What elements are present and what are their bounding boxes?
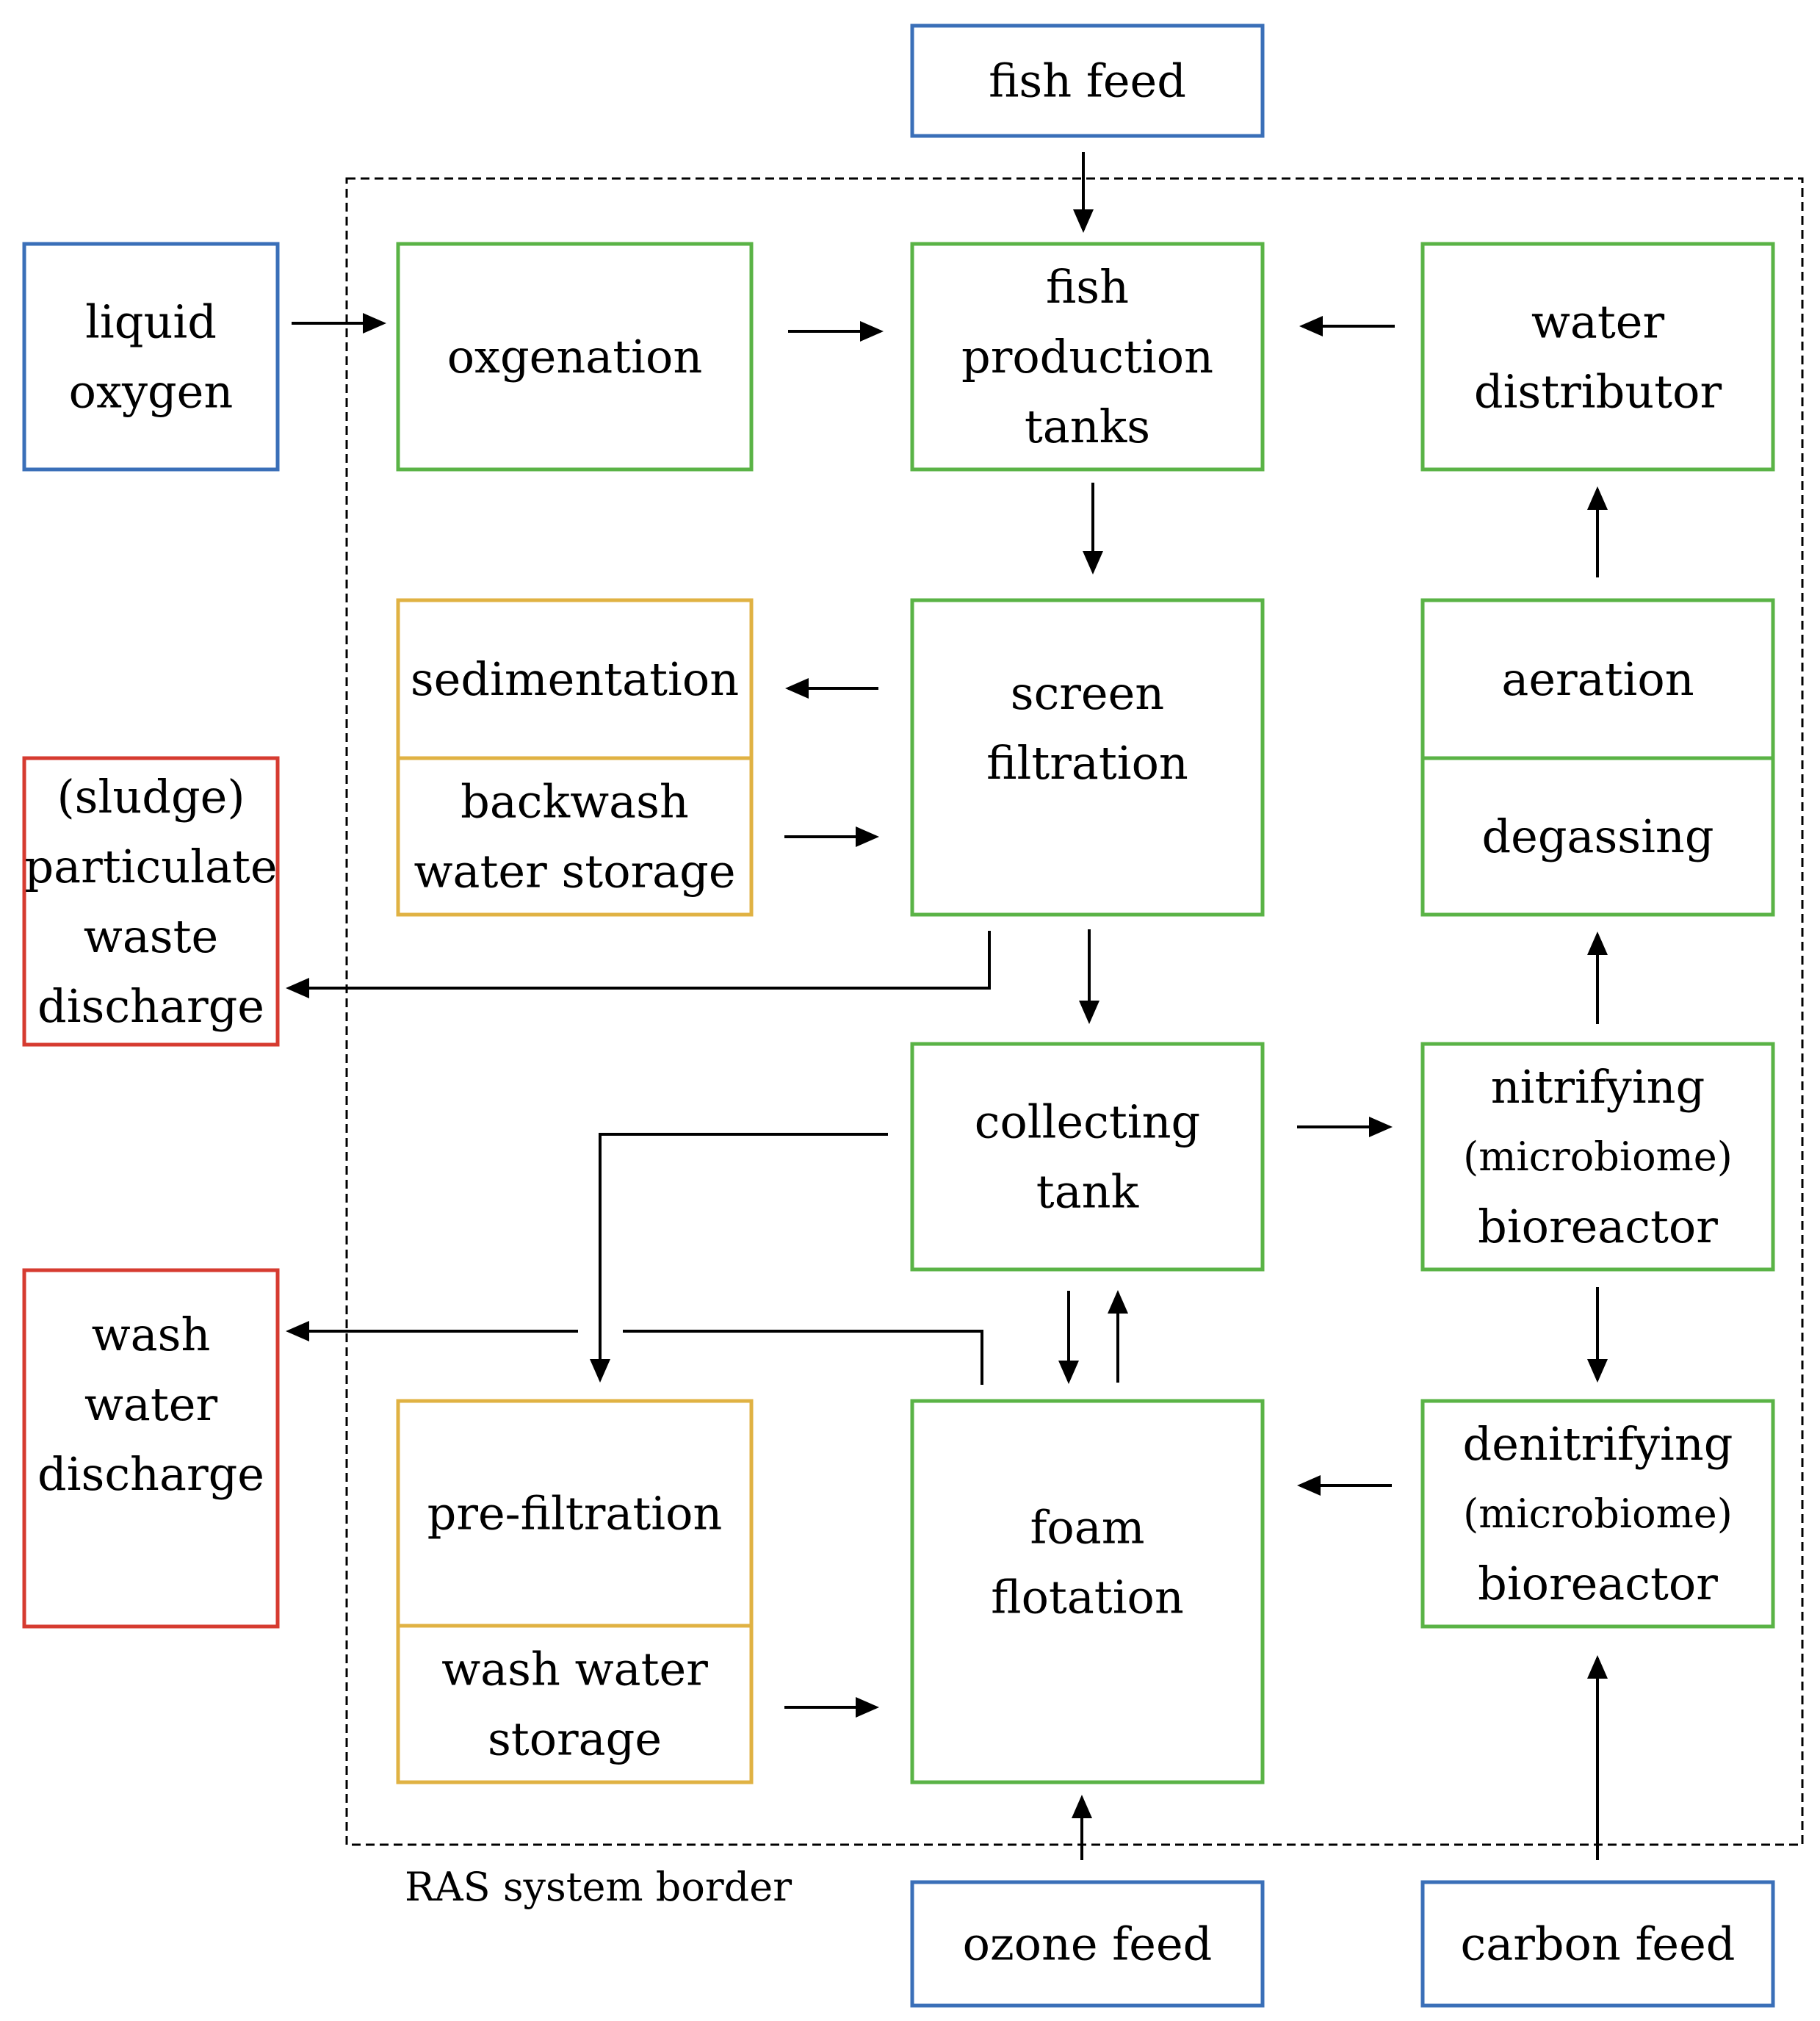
aeration-label-line: aeration: [1501, 652, 1694, 706]
wash-water-storage-box-outline: [396, 1624, 754, 1784]
degassing-label-line: degassing: [1481, 810, 1714, 863]
liquid-oxygen-box-outline: [22, 242, 280, 472]
aeration-box: aeration: [1420, 598, 1775, 760]
denitrifying-bioreactor-label-line: bioreactor: [1478, 1557, 1718, 1610]
connectors: [286, 152, 1608, 1860]
fish-production-tanks-box: fish production tanks: [910, 242, 1265, 472]
backwash-water-storage-box: backwash water storage: [396, 756, 754, 917]
ozone-feed-box-outline: [910, 1880, 1265, 2008]
fish-production-tanks-label-line: tanks: [1025, 400, 1150, 453]
water-distributor-box-outline: [1420, 242, 1775, 472]
line-foam-flotation-to-discharge: [623, 1330, 983, 1385]
ozone-feed-label-line: ozone feed: [963, 1917, 1213, 1971]
aeration-box-outline: [1420, 598, 1775, 760]
particulate-waste-discharge-label-line: (sludge): [57, 770, 245, 824]
denitrifying-bioreactor-box: denitrifying (microbiome) bioreactor: [1420, 1399, 1775, 1629]
nitrifying-bioreactor-label-line: bioreactor: [1478, 1200, 1718, 1253]
wash-water-storage-box: wash water storage: [396, 1624, 754, 1784]
particulate-waste-discharge-label-line: discharge: [37, 979, 264, 1033]
backwash-water-storage-label-line: water storage: [414, 845, 735, 898]
fish-production-tanks-label-line: fish: [1046, 260, 1129, 314]
liquid-oxygen-label-line: liquid: [85, 295, 217, 349]
nitrifying-bioreactor-label-line: (microbiome): [1463, 1134, 1733, 1180]
arrow-collecting-to-pre-filtration: [590, 1133, 888, 1383]
foam-flotation-label-line: flotation: [991, 1571, 1184, 1624]
oxgenation-box: oxgenation: [396, 242, 754, 472]
particulate-waste-discharge-box: (sludge) particulate waste discharge: [22, 756, 280, 1047]
denitrifying-bioreactor-label-line: (microbiome): [1463, 1491, 1733, 1537]
water-distributor-label-line: distributor: [1474, 365, 1722, 419]
sedimentation-label-line: sedimentation: [411, 652, 739, 706]
collecting-tank-box: collecting tank: [910, 1042, 1265, 1272]
wash-water-storage-label-line: storage: [488, 1712, 662, 1766]
foam-flotation-label-line: foam: [1030, 1501, 1144, 1555]
nitrifying-bioreactor-label-line: nitrifying: [1491, 1060, 1705, 1114]
oxgenation-box-outline: [396, 242, 754, 472]
ras-system-border-label: RAS system border: [405, 1864, 792, 1910]
ras-system-border: [345, 177, 1804, 1846]
denitrifying-bioreactor-box-outline: [1420, 1399, 1775, 1629]
wash-water-discharge-label-line: wash: [92, 1308, 211, 1361]
water-distributor-box: water distributor: [1420, 242, 1775, 472]
particulate-waste-discharge-label-line: particulate: [24, 840, 277, 893]
wash-water-discharge-box-outline: [22, 1268, 280, 1629]
wash-water-discharge-label-line: water: [84, 1377, 218, 1431]
oxgenation-label-line: oxgenation: [447, 330, 703, 383]
backwash-water-storage-label-line: backwash: [461, 775, 689, 829]
carbon-feed-box-outline: [1420, 1880, 1775, 2008]
fish-feed-box-outline: [910, 24, 1265, 138]
water-distributor-label-line: water: [1531, 295, 1665, 349]
particulate-waste-discharge-box-outline: [22, 756, 280, 1047]
fish-feed-label-line: fish feed: [989, 54, 1186, 108]
wash-water-discharge-label-line: discharge: [37, 1447, 264, 1501]
denitrifying-bioreactor-label-line: denitrifying: [1463, 1417, 1733, 1471]
screen-filtration-box: screen filtration: [910, 598, 1265, 917]
nitrifying-bioreactor-box: nitrifying (microbiome) bioreactor: [1420, 1042, 1775, 1272]
sedimentation-box-outline: [396, 598, 754, 760]
fish-feed-box: fish feed: [910, 24, 1265, 138]
wash-water-discharge-box: wash water discharge: [22, 1268, 280, 1629]
collecting-tank-label-line: collecting: [975, 1095, 1201, 1149]
screen-filtration-label-line: screen: [1011, 666, 1165, 720]
foam-flotation-box: foam flotation: [910, 1399, 1265, 1784]
collecting-tank-label-line: tank: [1036, 1165, 1139, 1219]
liquid-oxygen-label-line: oxygen: [69, 365, 234, 419]
pre-filtration-box: pre-filtration: [396, 1399, 754, 1628]
sedimentation-box: sedimentation: [396, 598, 754, 760]
screen-filtration-box-outline: [910, 598, 1265, 917]
arrow-screen-to-particulate-waste: [286, 931, 991, 998]
fish-production-tanks-box-outline: [910, 242, 1265, 472]
wash-water-storage-label-line: wash water: [441, 1643, 708, 1696]
liquid-oxygen-box: liquid oxygen: [22, 242, 280, 472]
degassing-box-outline: [1420, 756, 1775, 917]
ozone-feed-box: ozone feed: [910, 1880, 1265, 2008]
screen-filtration-label-line: filtration: [986, 736, 1188, 790]
carbon-feed-box: carbon feed: [1420, 1880, 1775, 2008]
nitrifying-bioreactor-box-outline: [1420, 1042, 1775, 1272]
backwash-water-storage-box-outline: [396, 756, 754, 917]
particulate-waste-discharge-label-line: waste: [84, 909, 218, 963]
degassing-box: degassing: [1420, 756, 1775, 917]
fish-production-tanks-label-line: production: [961, 330, 1213, 383]
boxes: fish feed liquid oxygen oxgenation fish produ…: [22, 24, 1775, 2008]
collecting-tank-box-outline: [910, 1042, 1265, 1272]
pre-filtration-label-line: pre-filtration: [427, 1487, 723, 1541]
foam-flotation-box-outline: [910, 1399, 1265, 1784]
carbon-feed-label-line: carbon feed: [1461, 1917, 1736, 1971]
